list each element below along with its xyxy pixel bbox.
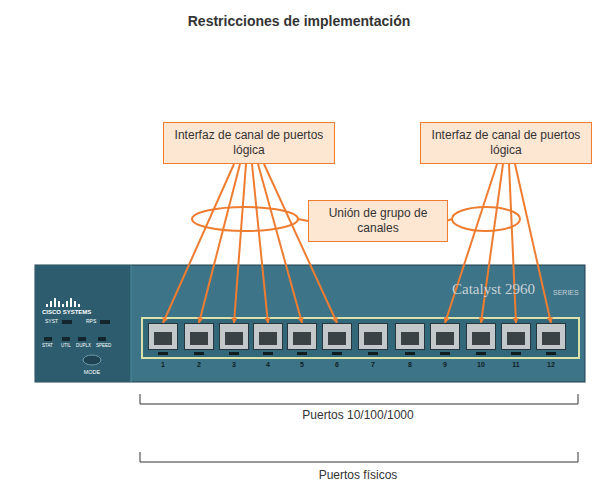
channel-link bbox=[515, 164, 551, 323]
port-frame bbox=[142, 318, 579, 358]
channel-link bbox=[481, 164, 503, 323]
model-series: SERIES bbox=[553, 289, 579, 297]
mode-button bbox=[83, 355, 101, 365]
led-label: DUPLX bbox=[76, 344, 91, 349]
ethernet-port: 5 bbox=[287, 323, 317, 350]
switch-chassis bbox=[35, 265, 585, 382]
bracket-label: Puertos 10/100/1000 bbox=[302, 409, 413, 422]
port-number: 9 bbox=[443, 361, 447, 368]
led-label: SYST bbox=[45, 319, 58, 325]
ethernet-port: 4 bbox=[253, 323, 283, 350]
port-number: 3 bbox=[232, 361, 236, 368]
port-number: 6 bbox=[335, 361, 339, 368]
bracket-label: Puertos físicos bbox=[319, 469, 398, 482]
channel-link bbox=[199, 164, 240, 323]
ethernet-port: 7 bbox=[358, 323, 388, 350]
channel-link bbox=[258, 164, 302, 323]
channel-link bbox=[264, 164, 337, 323]
ethernet-port: 8 bbox=[395, 323, 425, 350]
ethernet-port: 12 bbox=[536, 323, 566, 350]
led-label: UTIL bbox=[61, 344, 71, 349]
callout-text: Unión de grupo de canales bbox=[317, 206, 439, 236]
callout-box: Unión de grupo de canales bbox=[308, 200, 448, 242]
ethernet-port: 11 bbox=[501, 323, 531, 350]
channel-link bbox=[234, 164, 246, 323]
port-number: 1 bbox=[161, 361, 165, 368]
ethernet-port: 3 bbox=[219, 323, 249, 350]
ethernet-port: 1 bbox=[148, 323, 178, 350]
port-number: 10 bbox=[477, 361, 485, 368]
leader-line bbox=[298, 219, 308, 221]
port-number: 12 bbox=[547, 361, 555, 368]
ethernet-port: 9 bbox=[430, 323, 460, 350]
port-number: 8 bbox=[408, 361, 412, 368]
callout-text: Interfaz de canal de puertos lógica bbox=[429, 128, 583, 158]
ethernet-port: 10 bbox=[466, 323, 496, 350]
port-number: 5 bbox=[300, 361, 304, 368]
panel-edge bbox=[131, 265, 132, 382]
port-leds bbox=[158, 352, 556, 355]
port-number: 2 bbox=[197, 361, 201, 368]
led-label: STAT bbox=[42, 344, 53, 349]
button-label: MODE bbox=[84, 369, 101, 375]
status-leds bbox=[44, 320, 110, 341]
ethernet-port: 2 bbox=[184, 323, 214, 350]
channel-link bbox=[163, 164, 234, 323]
channel-link bbox=[252, 164, 268, 323]
led-label: SPEED bbox=[96, 344, 111, 349]
bracket bbox=[140, 452, 578, 462]
callout-text: Interfaz de canal de puertos lógica bbox=[172, 128, 326, 158]
ethernet-port: 6 bbox=[322, 323, 352, 350]
group-ellipse bbox=[452, 207, 520, 231]
port-number: 7 bbox=[371, 361, 375, 368]
channel-link bbox=[445, 164, 497, 323]
bracket bbox=[140, 394, 578, 404]
brand-logo-text: CISCO SYSTEMS bbox=[42, 309, 91, 316]
port-number: 11 bbox=[512, 361, 519, 368]
group-ellipse bbox=[192, 207, 298, 231]
callout-box: Interfaz de canal de puertos lógica bbox=[420, 122, 592, 164]
callout-box: Interfaz de canal de puertos lógica bbox=[163, 122, 335, 164]
switch-left-panel bbox=[35, 265, 131, 382]
model-name: Catalyst 2960 bbox=[452, 281, 535, 298]
diagram-title: Restricciones de implementación bbox=[0, 13, 598, 29]
led-label: RPS bbox=[86, 319, 96, 325]
channel-link bbox=[509, 164, 516, 323]
cisco-logo bbox=[46, 298, 80, 307]
port-number: 4 bbox=[266, 361, 270, 368]
